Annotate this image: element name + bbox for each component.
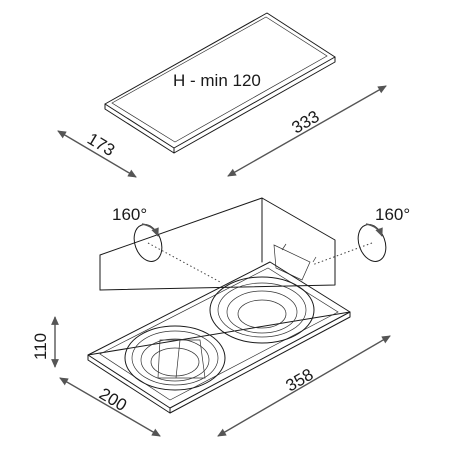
rotation-indicator-left [133, 223, 223, 284]
cutout-plate [104, 12, 336, 154]
cutout-depth-label: 173 [84, 129, 118, 160]
cutout-width-label: 333 [289, 107, 323, 138]
dimension-line-cutout-depth [57, 130, 137, 178]
rotation-left-label: 160° [112, 205, 147, 224]
rotation-right-label: 160° [375, 205, 410, 224]
dimension-line-fixture-width [217, 335, 391, 437]
lamp-module-left [124, 325, 226, 391]
fixture-width-label: 358 [283, 365, 317, 396]
rotation-indicator-right [311, 223, 387, 266]
fixture-depth-label: 200 [96, 384, 130, 415]
dimension-line-fixture-depth [59, 377, 161, 437]
fixture-height-label: 110 [31, 333, 50, 360]
dimension-line-cutout-width [227, 85, 387, 177]
cutout-label: H - min 120 [173, 71, 261, 90]
